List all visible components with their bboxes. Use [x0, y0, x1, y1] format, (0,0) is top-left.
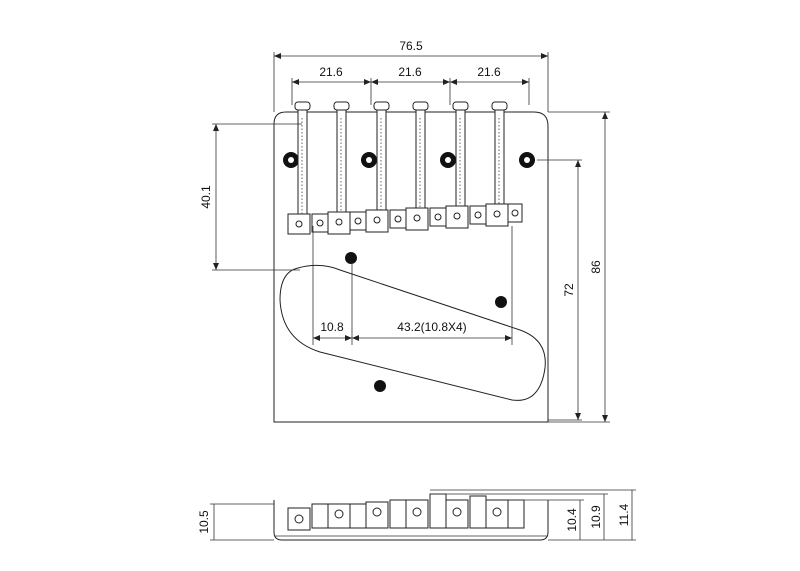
bridge-side-view	[273, 493, 549, 541]
bridge-plate-top-view	[273, 111, 549, 423]
dimension-lines	[212, 52, 610, 423]
dim-overall-height: 86	[589, 260, 603, 274]
dim-side-104: 10.4	[565, 508, 579, 532]
dim-overall-width: 76.5	[399, 39, 423, 53]
dim-hole-spacing: 43.2(10.8X4)	[397, 320, 466, 334]
dim-side-114: 11.4	[617, 503, 631, 526]
pickup-slot	[279, 264, 546, 401]
mounting-holes	[283, 152, 535, 392]
side-dimension-lines	[210, 489, 636, 541]
dim-side-base: 10.5	[197, 510, 211, 534]
dim-height-72: 72	[562, 283, 576, 297]
dim-spacing-1: 21.6	[319, 65, 343, 79]
dim-hole-offset: 10.8	[320, 320, 344, 334]
dim-spacing-2: 21.6	[398, 65, 422, 79]
saddle-blocks	[287, 203, 523, 235]
dim-height-40: 40.1	[199, 185, 213, 209]
saddle-screws	[294, 101, 508, 221]
dim-side-109: 10.9	[589, 505, 603, 529]
dim-spacing-3: 21.6	[477, 65, 501, 79]
dimension-arrows	[213, 53, 608, 422]
